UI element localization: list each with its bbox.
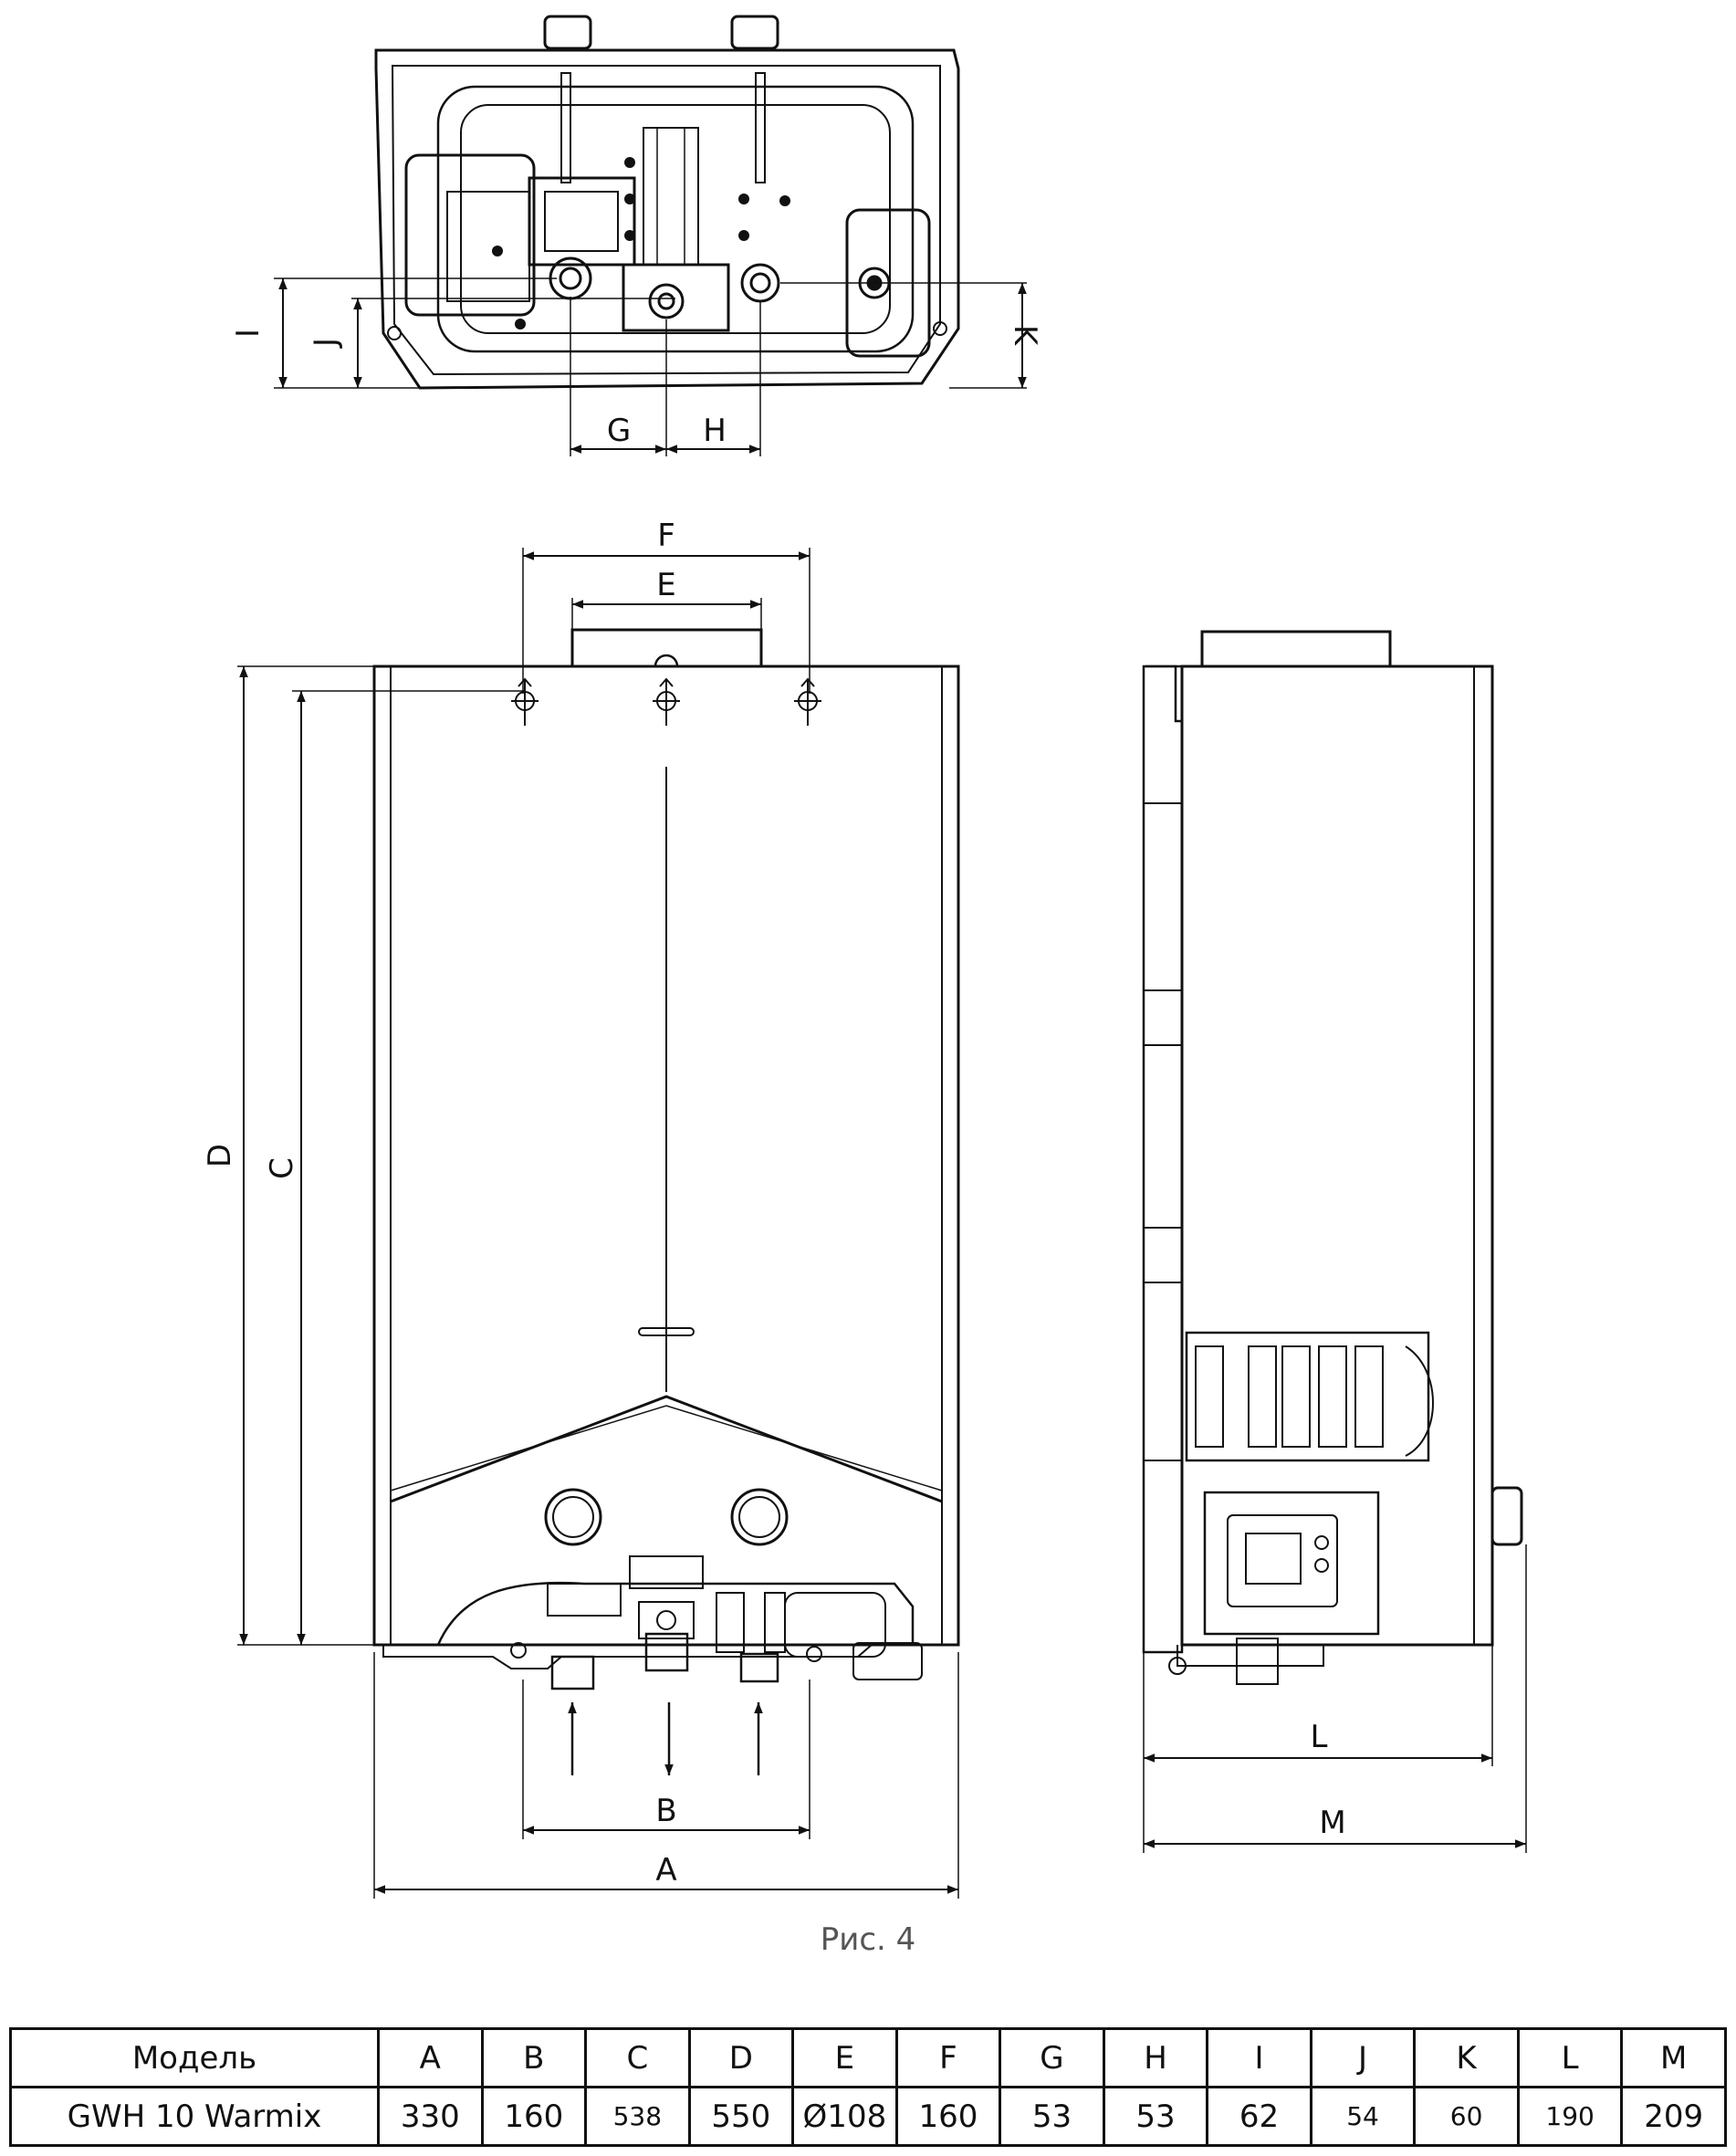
figure-caption: Рис. 4	[820, 1921, 916, 1958]
side-knob	[1490, 1486, 1523, 1546]
knob-front-right	[730, 1488, 789, 1546]
knob-front-left	[544, 1488, 602, 1546]
table-header-cell: D	[687, 2027, 795, 2088]
control-box	[1203, 1491, 1380, 1636]
table-header-cell: L	[1516, 2027, 1624, 2088]
fitting-center	[644, 1632, 689, 1672]
table-cell: 209	[1620, 2086, 1727, 2147]
technical-drawing: I J K G H	[202, 15, 1527, 1899]
table-cell: 160	[894, 2086, 1002, 2147]
flue-collar	[570, 628, 763, 668]
dim-label-D: D	[202, 1144, 238, 1167]
top-casing	[374, 48, 960, 390]
front-view-dimensions	[237, 548, 959, 1899]
table-header-cell: J	[1309, 2027, 1417, 2088]
table-cell: 538	[584, 2086, 691, 2147]
dim-label-B: B	[655, 1793, 676, 1829]
table-cell: GWH 10 Warmix	[9, 2086, 380, 2147]
table-header-cell: G	[999, 2027, 1105, 2088]
table-header-cell: H	[1102, 2027, 1209, 2088]
table-cell: 54	[1309, 2086, 1417, 2147]
table-cell: 190	[1516, 2086, 1624, 2147]
dimensions-table: Модель A B C D E F G H I J K L M GWH 10 …	[9, 2027, 1727, 2147]
table-header-row: Модель A B C D E F G H I J K L M	[9, 2027, 1727, 2088]
table-cell: 60	[1413, 2086, 1520, 2147]
table-header-cell: C	[584, 2027, 691, 2088]
flow-arrows	[568, 1702, 763, 1775]
table-header-cell: A	[377, 2027, 484, 2088]
side-body	[1180, 665, 1494, 1647]
dim-label-L: L	[1311, 1719, 1328, 1755]
table-cell: 160	[480, 2086, 588, 2147]
knob-right	[730, 15, 779, 50]
table-header-cell: I	[1206, 2027, 1312, 2088]
table-header-cell: Модель	[9, 2027, 380, 2088]
top-view-details	[492, 157, 790, 330]
table-cell: 62	[1206, 2086, 1312, 2147]
dim-label-G: G	[607, 413, 631, 449]
mounting-hole-icons	[511, 654, 821, 726]
table-header-cell: F	[894, 2027, 1002, 2088]
side-view-dimensions	[1143, 1544, 1527, 1853]
side-view	[1142, 630, 1523, 1685]
dim-label-J: J	[308, 338, 344, 349]
table-cell: 53	[1102, 2086, 1209, 2147]
dim-label-H: H	[703, 413, 727, 449]
knob-left	[543, 15, 592, 50]
top-view-dimensions	[274, 277, 1027, 456]
dim-label-I: I	[230, 329, 267, 338]
table-cell: Ø108	[791, 2086, 898, 2147]
table-header-cell: E	[791, 2027, 898, 2088]
table-header-cell: M	[1620, 2027, 1727, 2088]
table-header-cell: K	[1413, 2027, 1520, 2088]
table-row: GWH 10 Warmix 330 160 538 550 Ø108 160 5…	[9, 2086, 1727, 2147]
fitting-right	[739, 1652, 779, 1683]
dim-label-E: E	[656, 567, 675, 603]
table-cell: 53	[999, 2086, 1105, 2147]
dim-label-A: A	[655, 1852, 676, 1889]
fitting-left	[550, 1655, 595, 1690]
side-flue-collar	[1200, 630, 1392, 668]
table-cell: 550	[687, 2086, 795, 2147]
dim-label-M: M	[1319, 1805, 1345, 1841]
dim-label-C: C	[264, 1157, 300, 1179]
top-view	[374, 15, 960, 390]
table-cell: 330	[377, 2086, 484, 2147]
table-header-cell: B	[480, 2027, 588, 2088]
dim-label-K: K	[1007, 325, 1043, 347]
front-view	[372, 628, 960, 1690]
front-body	[372, 665, 960, 1647]
dim-label-F: F	[657, 518, 675, 554]
